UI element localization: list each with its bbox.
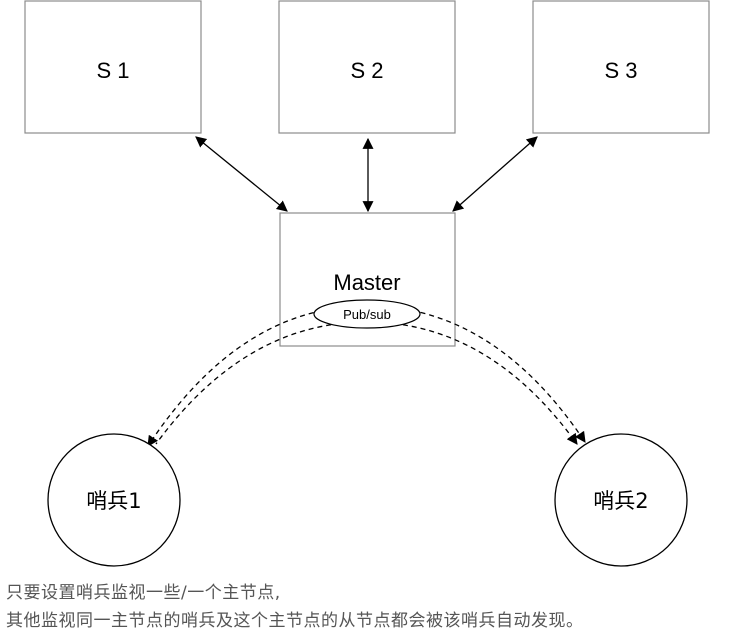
- sentinel-1-circle: [47, 433, 181, 567]
- slave-2-box: [278, 0, 456, 134]
- arrow-s3-master: [452, 136, 538, 212]
- sentinel-2-circle: [554, 433, 688, 567]
- pubsub-label: Pub/sub: [343, 307, 391, 322]
- slave-1-box: [24, 0, 202, 134]
- slave-3-box: [532, 0, 710, 134]
- pubsub-ellipse: [313, 299, 421, 329]
- arrow-s1-master: [195, 136, 288, 212]
- slave-3-label: S 3: [604, 58, 637, 83]
- sentinel-2-label: 哨兵2: [593, 489, 648, 513]
- sentinel-1-label: 哨兵1: [86, 489, 141, 513]
- caption-line-1: 只要设置哨兵监视一些/一个主节点,: [6, 583, 281, 603]
- master-label: Master: [333, 270, 400, 295]
- caption-line-2: 其他监视同一主节点的哨兵及这个主节点的从节点都会被该哨兵自动发现。: [6, 611, 584, 631]
- slave-1-label: S 1: [96, 58, 129, 83]
- slave-2-label: S 2: [350, 58, 383, 83]
